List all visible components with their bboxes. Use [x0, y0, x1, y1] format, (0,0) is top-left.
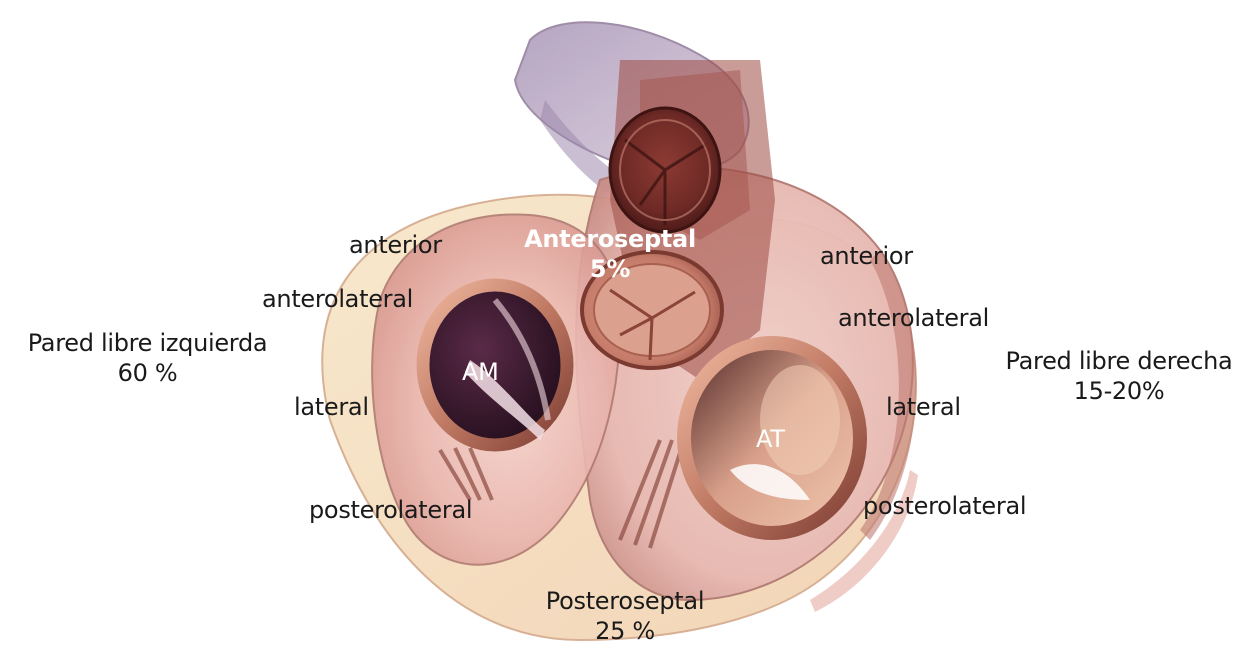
right-free-wall-group: Pared libre derecha 15-20%	[984, 346, 1254, 406]
anteroseptal-name: Anteroseptal	[520, 224, 700, 254]
mitral-valve-label: AM	[462, 357, 499, 387]
right-free-wall-percent: 15-20%	[984, 376, 1254, 406]
left-free-wall-group: Pared libre izquierda 60 %	[5, 328, 290, 388]
tricuspid-valve-label: AT	[756, 424, 785, 454]
mitral-anterior-label: anterior	[349, 230, 442, 260]
anteroseptal-percent: 5%	[520, 254, 700, 284]
left-free-wall-name: Pared libre izquierda	[5, 328, 290, 358]
tricuspid-anterior-label: anterior	[820, 241, 913, 271]
tricuspid-lateral-label: lateral	[886, 392, 961, 422]
mitral-lateral-label: lateral	[294, 392, 369, 422]
posteroseptal-group: Posteroseptal 25 %	[510, 586, 740, 646]
tricuspid-anterolateral-label: anterolateral	[838, 303, 989, 333]
posteroseptal-name: Posteroseptal	[510, 586, 740, 616]
tricuspid-posterolateral-label: posterolateral	[863, 491, 1026, 521]
left-free-wall-percent: 60 %	[5, 358, 290, 388]
anteroseptal-group: Anteroseptal 5%	[520, 224, 700, 284]
posteroseptal-percent: 25 %	[510, 616, 740, 646]
right-free-wall-name: Pared libre derecha	[984, 346, 1254, 376]
mitral-anterolateral-label: anterolateral	[262, 284, 413, 314]
mitral-posterolateral-label: posterolateral	[309, 495, 472, 525]
